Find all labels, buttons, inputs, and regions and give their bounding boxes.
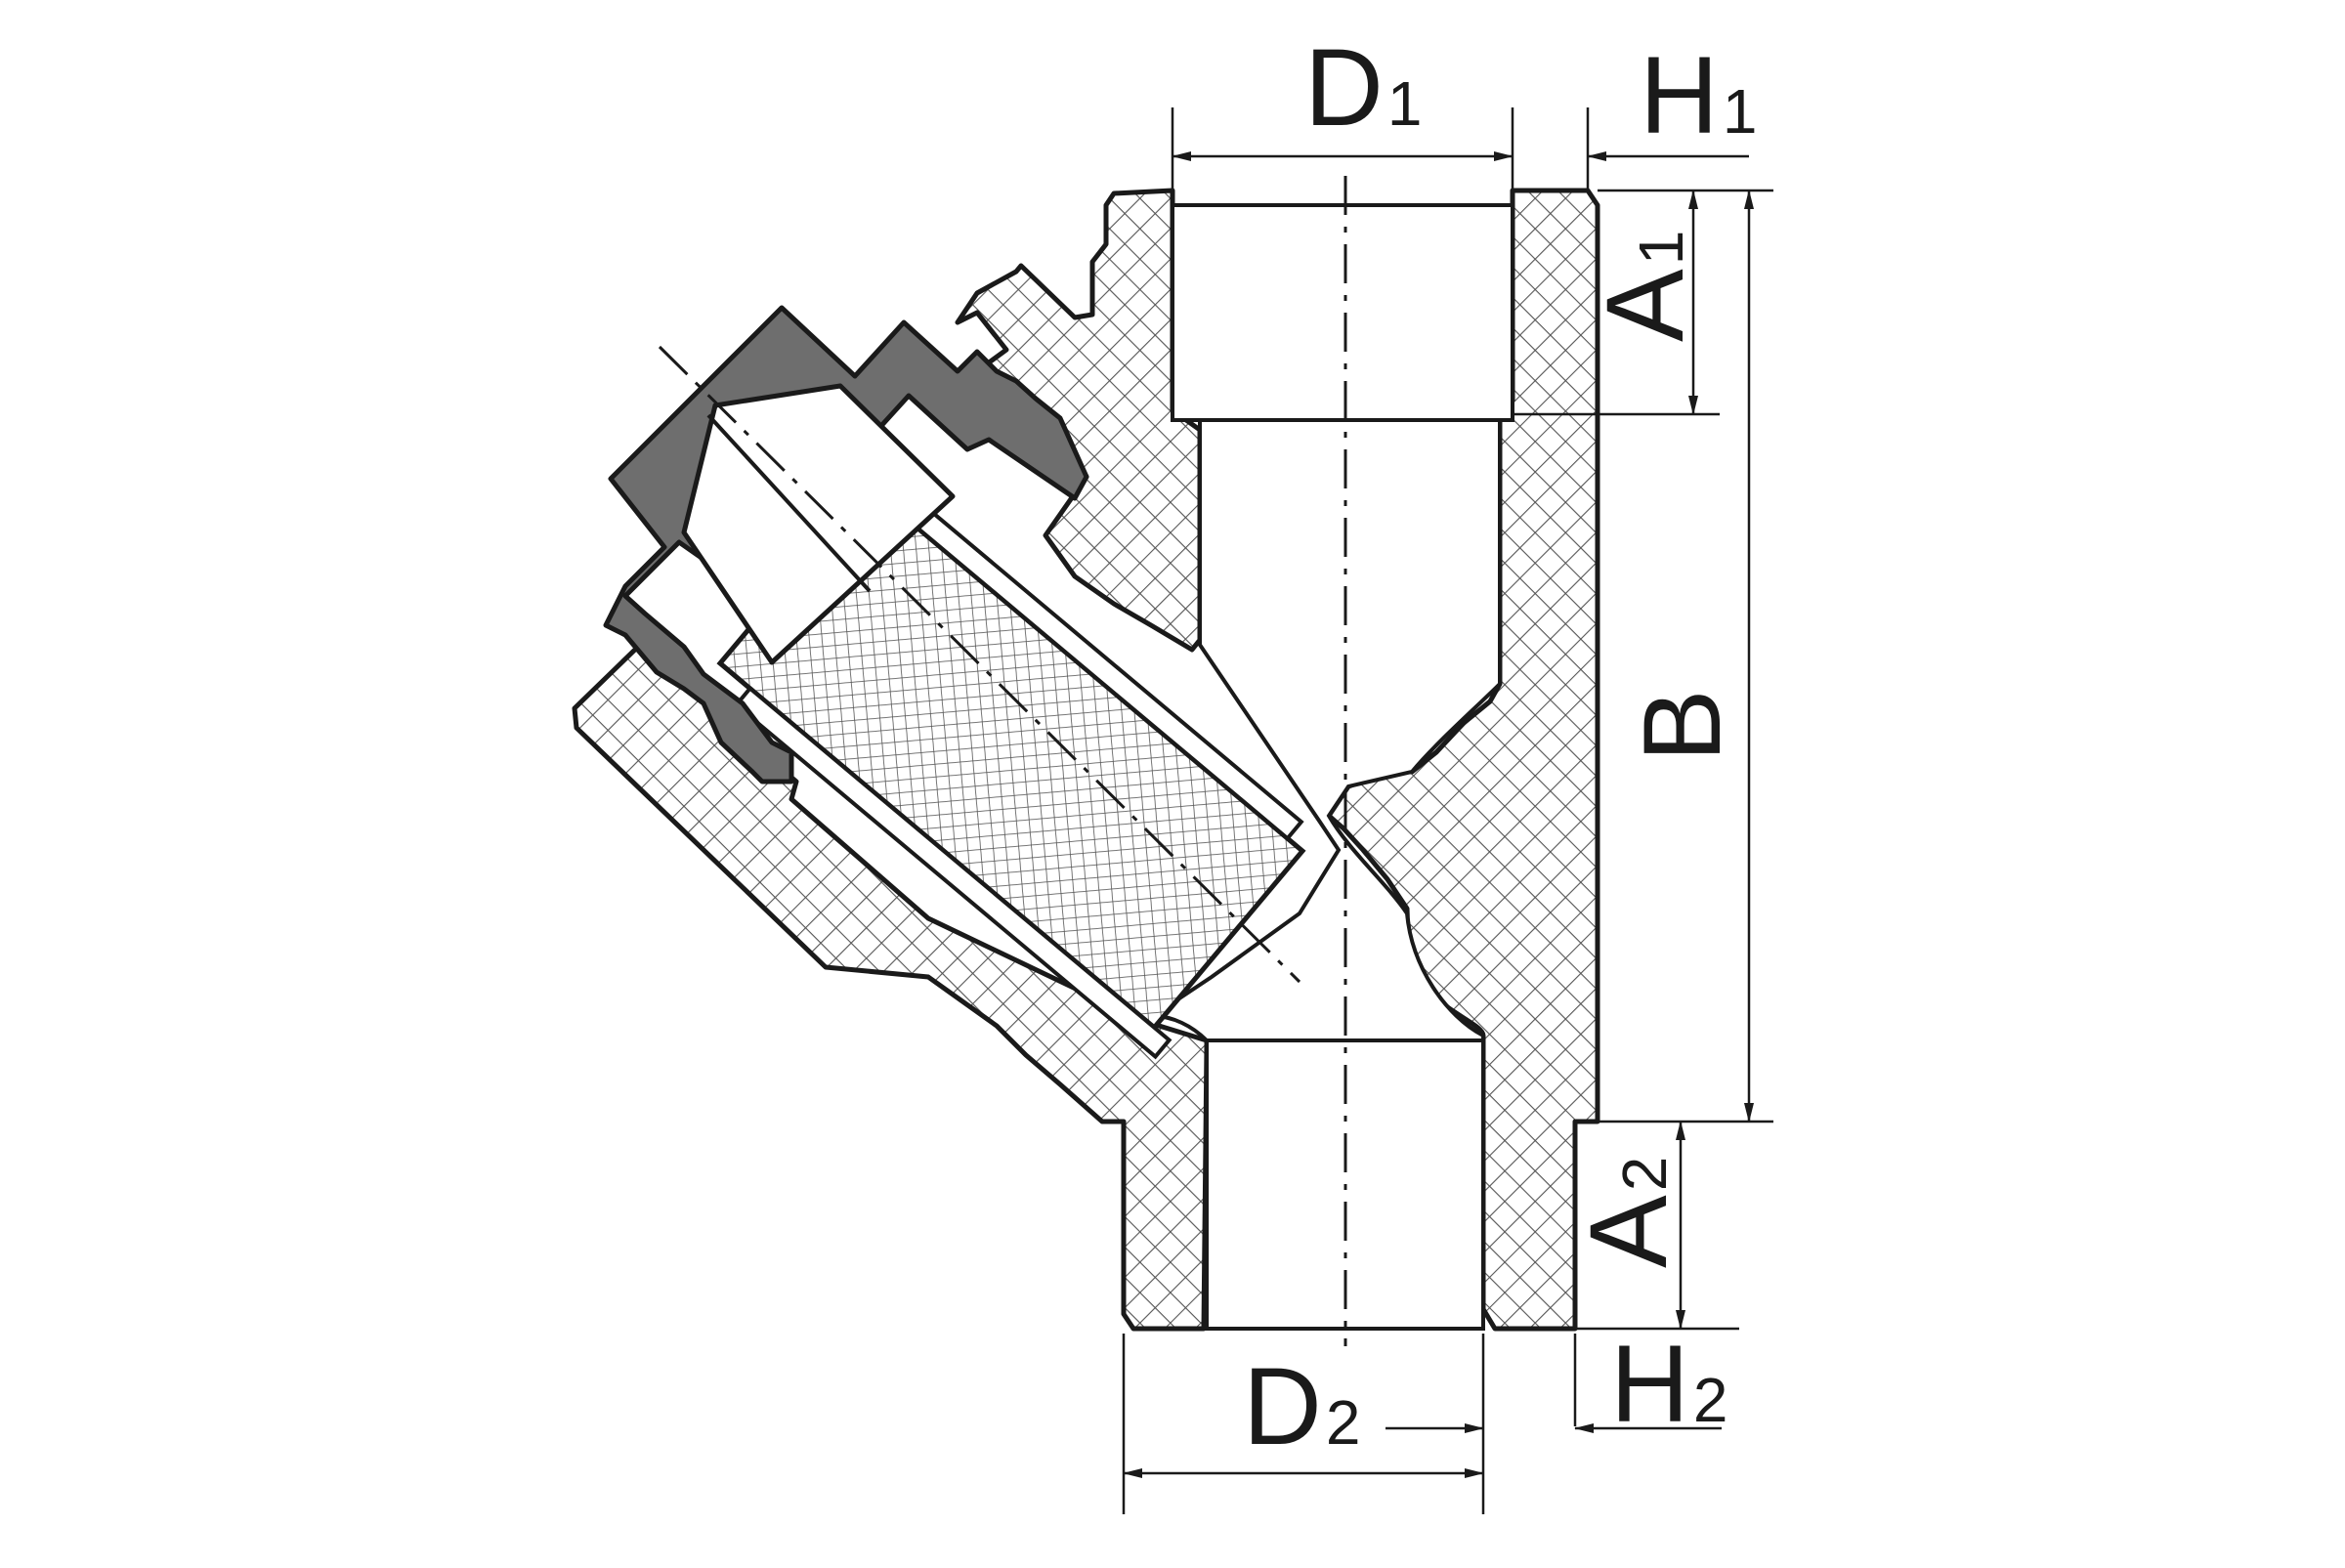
strainer-cap — [603, 305, 1089, 784]
label-h1: H1 — [1640, 34, 1757, 156]
label-d2: D2 — [1243, 1345, 1360, 1467]
label-a1: A1 — [1584, 231, 1706, 342]
label-b: B — [1621, 689, 1743, 762]
main-flow-channel — [1146, 418, 1502, 1042]
dimension-lines — [1123, 151, 1754, 1478]
dimension-labels: D1 H1 A1 B A2 D2 H2 — [1243, 26, 1757, 1467]
label-h2: H2 — [1610, 1323, 1727, 1445]
label-a2: A2 — [1567, 1157, 1689, 1268]
branch-axis — [658, 345, 1301, 984]
cap-cone — [681, 383, 956, 665]
center-lines — [658, 176, 1347, 1346]
label-d1: D1 — [1304, 26, 1422, 148]
top-socket-bore — [1171, 203, 1514, 422]
